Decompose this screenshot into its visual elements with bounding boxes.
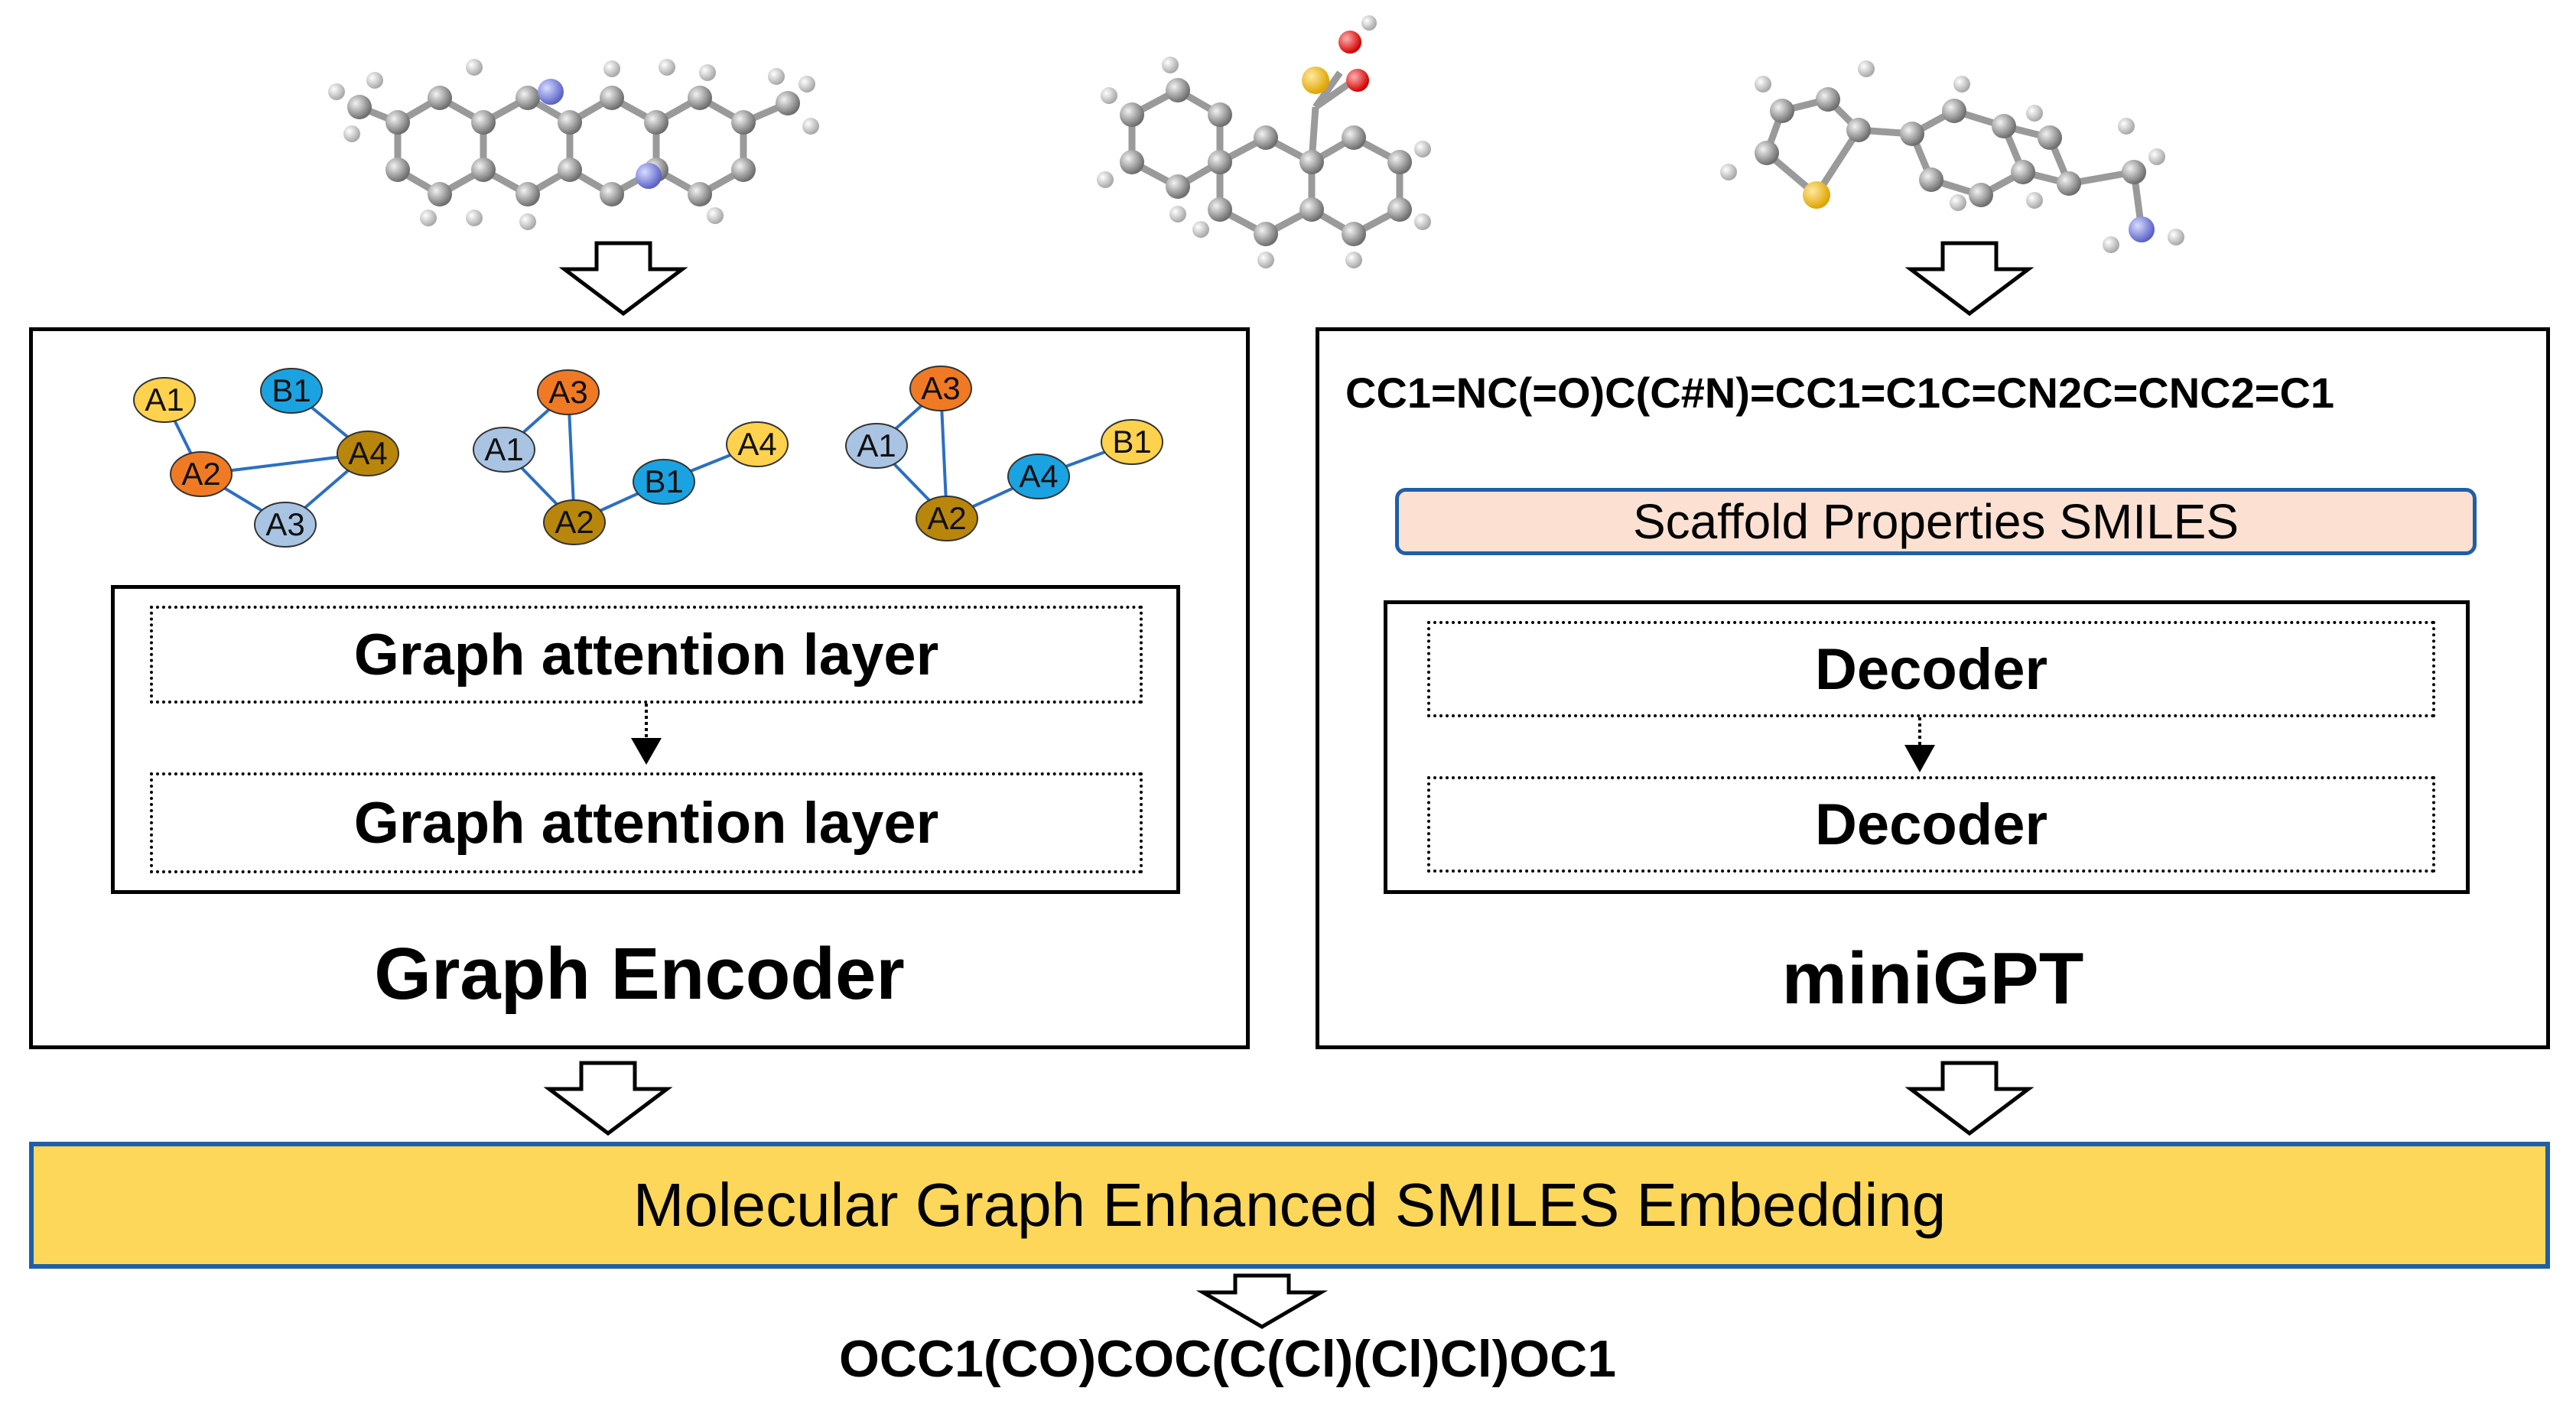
graph-node-shape: [1007, 453, 1070, 499]
arrow-gpt-to-embedding: [1904, 1061, 2034, 1136]
graph-node-label: A4: [737, 426, 776, 462]
molecule-thiophene-atoms: [1720, 60, 2184, 253]
minigpt-panel: CC1=NC(=O)C(C#N)=CC1=C1C=CN2C=CNC2=C1 Sc…: [1316, 327, 2550, 1049]
graph-attention-layer-2: Graph attention layer: [150, 772, 1143, 873]
down-arrows: [543, 241, 2034, 1329]
decoder-stack: Decoder Decoder: [1384, 600, 2470, 894]
graph-node: A2: [916, 496, 978, 541]
layer-label: Graph attention layer: [353, 790, 939, 856]
graph-node-label: A3: [265, 506, 304, 542]
graph-node-label: B1: [1112, 424, 1151, 460]
decoder-layer-1: Decoder: [1427, 621, 2435, 717]
graph-node-label: A3: [921, 370, 960, 406]
graph-node: A2: [170, 451, 233, 497]
graph-node-shape: [916, 496, 978, 541]
graph-node-label: A1: [484, 431, 523, 467]
graph-node-shape: [337, 431, 399, 476]
graph-node-shape: [537, 369, 600, 415]
embedding-label: Molecular Graph Enhanced SMILES Embeddin…: [633, 1171, 1947, 1239]
graph-node: A1: [473, 427, 535, 473]
graph-node: A3: [909, 366, 972, 411]
graph-node-label: A4: [1019, 458, 1058, 494]
graph-attention-layer-1: Graph attention layer: [150, 606, 1143, 704]
decoder-layer-2: Decoder: [1427, 776, 2435, 873]
graph-node: A4: [1007, 453, 1070, 499]
graph-node: A1: [845, 423, 908, 469]
graph-node: A3: [537, 369, 600, 415]
decoder-label: Decoder: [1814, 636, 2048, 702]
graph-node-shape: [133, 377, 196, 423]
graph-node-shape: [260, 368, 323, 414]
graph-node-shape: [633, 459, 695, 505]
embedding-bar: Molecular Graph Enhanced SMILES Embeddin…: [29, 1142, 2550, 1269]
graph-node-shape: [1101, 419, 1163, 465]
graph-node-label: A3: [548, 374, 587, 410]
graph-node-shape: [909, 366, 972, 411]
encoder-layer-stack: Graph attention layer Graph attention la…: [111, 585, 1180, 894]
graph-node-label: B1: [272, 372, 311, 408]
output-smiles: OCC1(CO)COC(C(Cl)(Cl)Cl)OC1: [838, 1330, 1617, 1388]
graph-node-label: A4: [348, 435, 387, 471]
layer-label: Graph attention layer: [353, 622, 939, 687]
molecule-bipyridine-atoms: [328, 59, 819, 230]
graph-node-shape: [543, 499, 606, 545]
graph-node: A2: [543, 499, 606, 545]
graph-node: B1: [1101, 419, 1163, 465]
layer-arrow: [631, 704, 662, 765]
graph-node-label: A1: [857, 427, 896, 463]
graph-node: A1: [133, 377, 196, 423]
graph-node: A4: [337, 431, 399, 476]
graph-node-label: B1: [644, 463, 683, 499]
graph-node-shape: [254, 502, 317, 548]
graph-node: B1: [633, 459, 695, 505]
graph-node-label: A2: [927, 500, 966, 536]
graph-node: B1: [260, 368, 323, 414]
graph-node-shape: [170, 451, 233, 497]
graph-node: A4: [726, 421, 789, 467]
scaffold-properties-box: Scaffold Properties SMILES: [1395, 488, 2477, 555]
arrow-embedding-to-output: [1195, 1273, 1329, 1329]
layer-arrow: [1904, 717, 1935, 772]
graph-node-label: A2: [555, 504, 594, 540]
molecule-biphenyl-atoms: [1097, 15, 1431, 268]
arrow-encoder-to-embedding: [543, 1061, 673, 1136]
graph-node-shape: [473, 427, 535, 473]
arrow-mol3-to-gpt: [1904, 241, 2034, 317]
graph-node-label: A2: [181, 456, 220, 492]
graph-encoder-title: Graph Encoder: [374, 933, 905, 1015]
graph-node: A3: [254, 502, 317, 548]
graph-node-shape: [845, 423, 908, 469]
input-smiles: CC1=NC(=O)C(C#N)=CC1=C1C=CN2C=CNC2=C1: [1345, 369, 2335, 417]
graph-node-shape: [726, 421, 789, 467]
decoder-label: Decoder: [1814, 792, 2048, 857]
scaffold-properties-label: Scaffold Properties SMILES: [1632, 494, 2239, 549]
graph-node-label: A1: [145, 382, 184, 418]
arrow-mol1-to-encoder: [558, 241, 688, 317]
minigpt-title: miniGPT: [1781, 938, 2084, 1019]
